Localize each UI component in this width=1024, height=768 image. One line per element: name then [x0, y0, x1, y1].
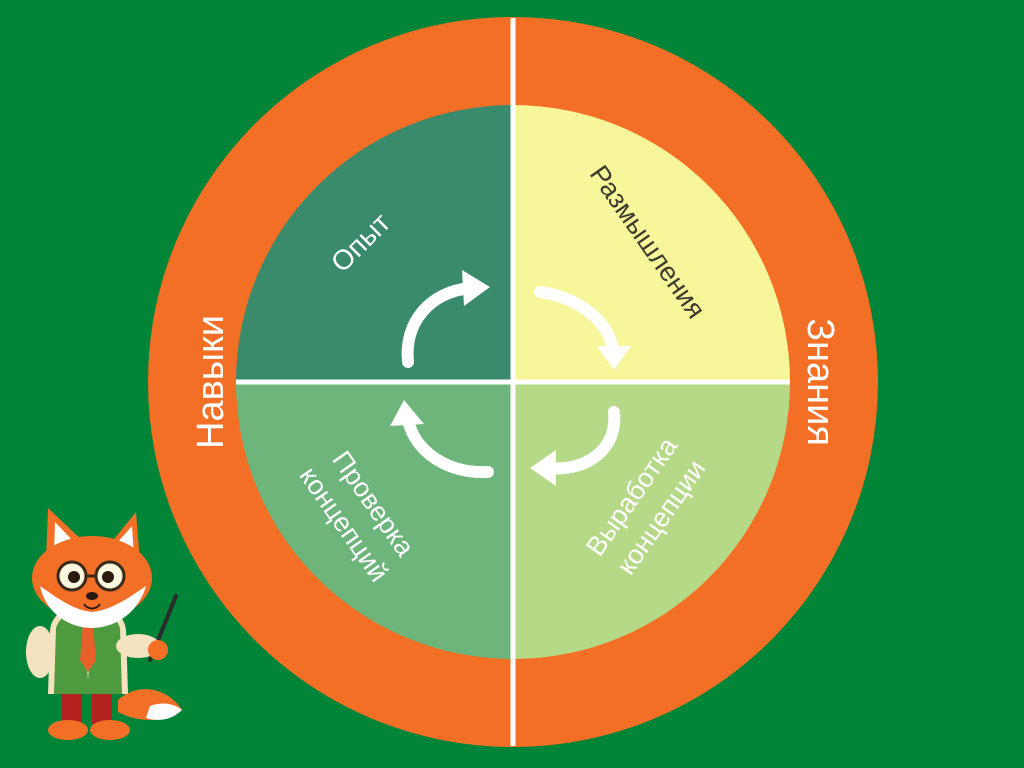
arrow-experience-icon	[401, 282, 476, 368]
arrow-head-testing-icon	[390, 400, 424, 426]
cycle-arrows	[401, 282, 621, 479]
fox-tail-tip	[146, 703, 182, 720]
arrow-heads	[390, 270, 631, 486]
fox-foot-left	[48, 720, 88, 740]
ring-label-skills: Навыки	[190, 315, 232, 449]
fox-muzzle	[40, 586, 146, 628]
fox-teacher-mascot	[26, 508, 182, 740]
fox-nose	[86, 592, 98, 600]
arrow-testing-icon	[402, 414, 494, 479]
fox-eye-left	[68, 571, 80, 583]
quadrant-concept	[513, 382, 790, 659]
quadrant-experience	[236, 105, 513, 382]
fox-arm-left	[26, 626, 54, 678]
quadrant-testing	[236, 382, 513, 659]
fox-vest	[54, 608, 122, 694]
fox-hand-right	[148, 640, 168, 660]
arrow-concept-icon	[542, 406, 621, 475]
fox-eye-right	[102, 571, 114, 583]
arrow-head-reflection-icon	[597, 346, 631, 370]
fox-head	[32, 536, 152, 620]
fox-leg-left	[62, 686, 82, 724]
fox-foot-right	[90, 720, 130, 740]
fox-mouth	[83, 603, 101, 610]
ring-label-knowledge: Знания	[799, 318, 841, 446]
arrow-head-concept-icon	[530, 450, 556, 486]
fox-leg-right	[92, 686, 112, 724]
arrow-head-experience-icon	[462, 270, 490, 306]
